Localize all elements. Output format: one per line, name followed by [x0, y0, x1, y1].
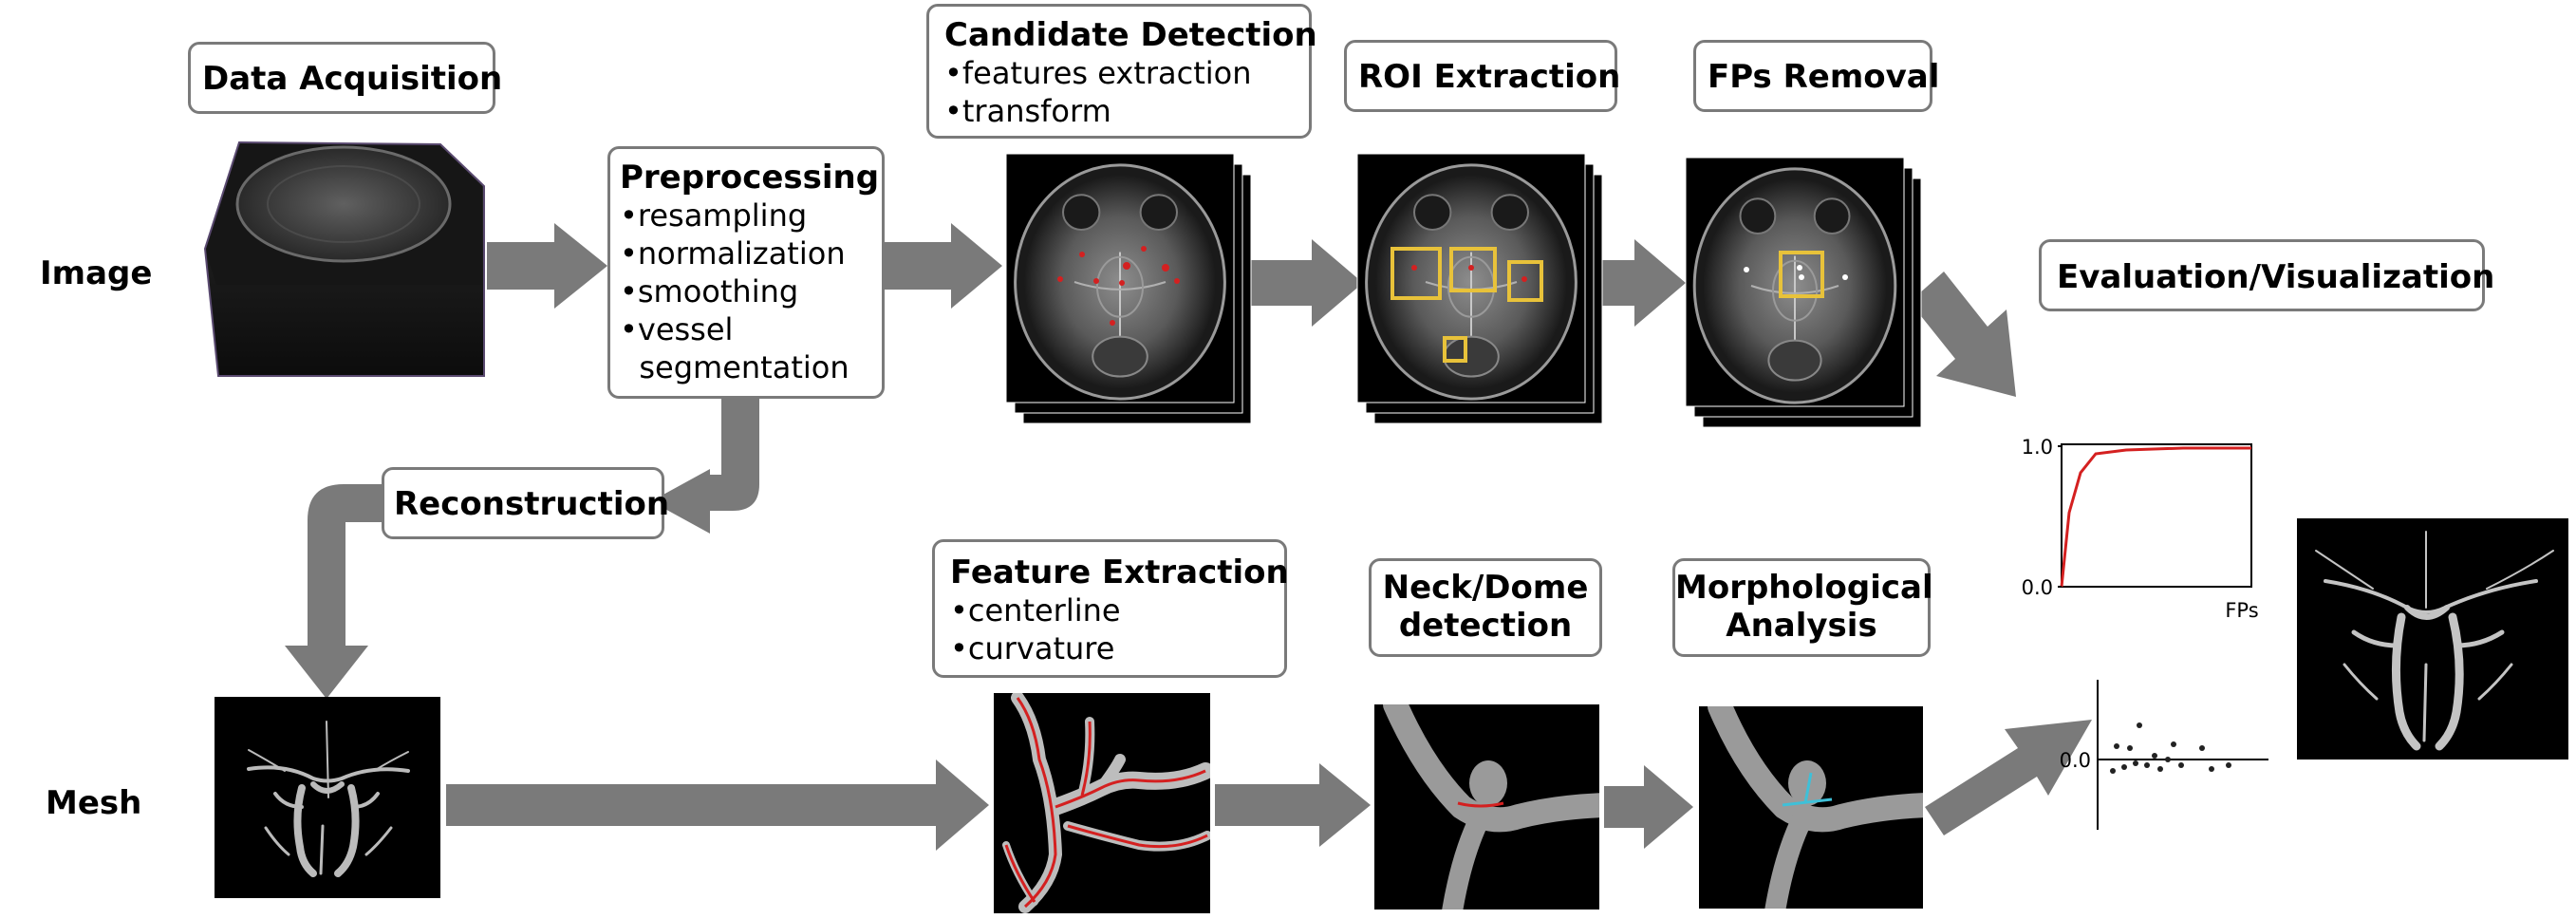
roi-extraction-box: ROI Extraction — [1344, 40, 1621, 112]
mesh-render — [215, 697, 440, 898]
morphological-render — [1699, 706, 1923, 909]
fps-removal-box: FPs Removal — [1693, 40, 1940, 112]
preprocessing-steps: •resampling •normalization •smoothing •v… — [620, 197, 882, 386]
list-item: •transform — [944, 93, 1111, 129]
feature-extraction-steps: •centerline •curvature — [950, 591, 1284, 667]
arrow-candidate-to-roi — [1234, 239, 1363, 327]
scatter-ytick: 0.0 — [2060, 749, 2091, 772]
list-item: •centerline — [950, 592, 1121, 628]
neck-dome-render — [1374, 704, 1599, 910]
fps-removal-slices — [1685, 157, 1922, 428]
box-title: ROI Extraction — [1358, 58, 1621, 96]
morphological-analysis-box: Morphological Analysis — [1672, 558, 1933, 657]
list-item: segmentation — [620, 349, 849, 385]
candidate-markers — [1057, 246, 1180, 326]
box-title: Data Acquisition — [202, 60, 503, 98]
neck-dome-box: Neck/Dome detection — [1369, 558, 1602, 657]
box-title: Evaluation/Visualization — [2057, 258, 2495, 296]
froc-xlabel: FPs — [2225, 599, 2258, 622]
arrow-mesh-to-feature — [446, 760, 989, 851]
roi-box — [1449, 247, 1497, 292]
data-acquisition-box: Data Acquisition — [188, 42, 503, 114]
box-title: Neck/Dome detection — [1382, 569, 1589, 645]
list-item: •smoothing — [620, 273, 799, 309]
arrow-neck-to-morph — [1604, 765, 1693, 849]
list-item: •curvature — [950, 630, 1115, 666]
roi-box — [1443, 336, 1467, 363]
box-title: Morphological Analysis — [1675, 569, 1933, 645]
arrow-fps-to-eval — [1910, 272, 2016, 397]
arrow-roi-to-fps — [1585, 239, 1686, 327]
candidate-detection-box: Candidate Detection •features extraction… — [926, 4, 1317, 139]
mri-volume-cube — [203, 141, 485, 377]
froc-curve — [2060, 446, 2251, 588]
arrows — [285, 223, 2092, 851]
box-title: Preprocessing — [620, 159, 880, 197]
row-label-mesh: Mesh — [46, 784, 142, 822]
feature-extraction-render — [994, 693, 1210, 913]
list-item: •features extraction — [944, 55, 1252, 91]
visualization-render — [2297, 518, 2568, 760]
froc-ytick-bottom: 0.0 — [2022, 576, 2053, 599]
evaluation-visualization-box: Evaluation/Visualization — [2039, 239, 2495, 311]
reconstruction-box: Reconstruction — [382, 467, 670, 539]
arrow-preproc-to-candidate — [885, 223, 1002, 309]
froc-plot: 1.0 0.0 FPs — [2022, 436, 2259, 622]
box-title: Reconstruction — [394, 485, 670, 523]
arrow-preproc-to-reconstruction — [651, 399, 759, 534]
froc-ytick-top: 1.0 — [2022, 436, 2053, 459]
scatter-plot: 0.0 — [2060, 680, 2268, 830]
arrow-morph-to-eval — [1925, 720, 2092, 835]
box-title: FPs Removal — [1708, 58, 1940, 96]
arrow-reconstruction-to-mesh — [285, 484, 382, 699]
fp-roi-box — [1744, 251, 1848, 298]
feature-extraction-box: Feature Extraction •centerline •curvatur… — [932, 539, 1289, 678]
preprocessing-box: Preprocessing •resampling •normalization… — [607, 146, 885, 399]
arrow-feature-to-neck — [1215, 763, 1371, 847]
box-title: Candidate Detection — [944, 16, 1317, 54]
box-title: Feature Extraction — [950, 553, 1289, 591]
row-label-image: Image — [40, 254, 153, 292]
roi-box — [1507, 260, 1543, 302]
arrow-acq-to-preproc — [487, 223, 607, 309]
roi-box — [1391, 247, 1442, 300]
list-item: •vessel — [620, 311, 734, 347]
roi-boxes — [1391, 247, 1543, 363]
candidate-detection-steps: •features extraction •transform — [944, 54, 1309, 130]
list-item: •normalization — [620, 235, 846, 272]
list-item: •resampling — [620, 197, 808, 234]
candidate-detection-slices — [1005, 153, 1252, 424]
